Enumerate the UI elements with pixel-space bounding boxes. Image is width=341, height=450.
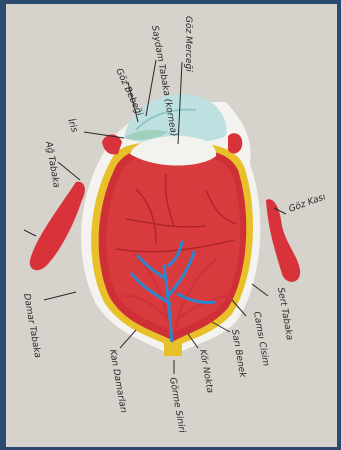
optic-nerve [164, 342, 182, 356]
eye-model-photo: Göz Merceği Saydam Tabaka (kornea) Göz B… [6, 4, 341, 447]
label-goz-mercegi: Göz Merceği [183, 16, 193, 72]
